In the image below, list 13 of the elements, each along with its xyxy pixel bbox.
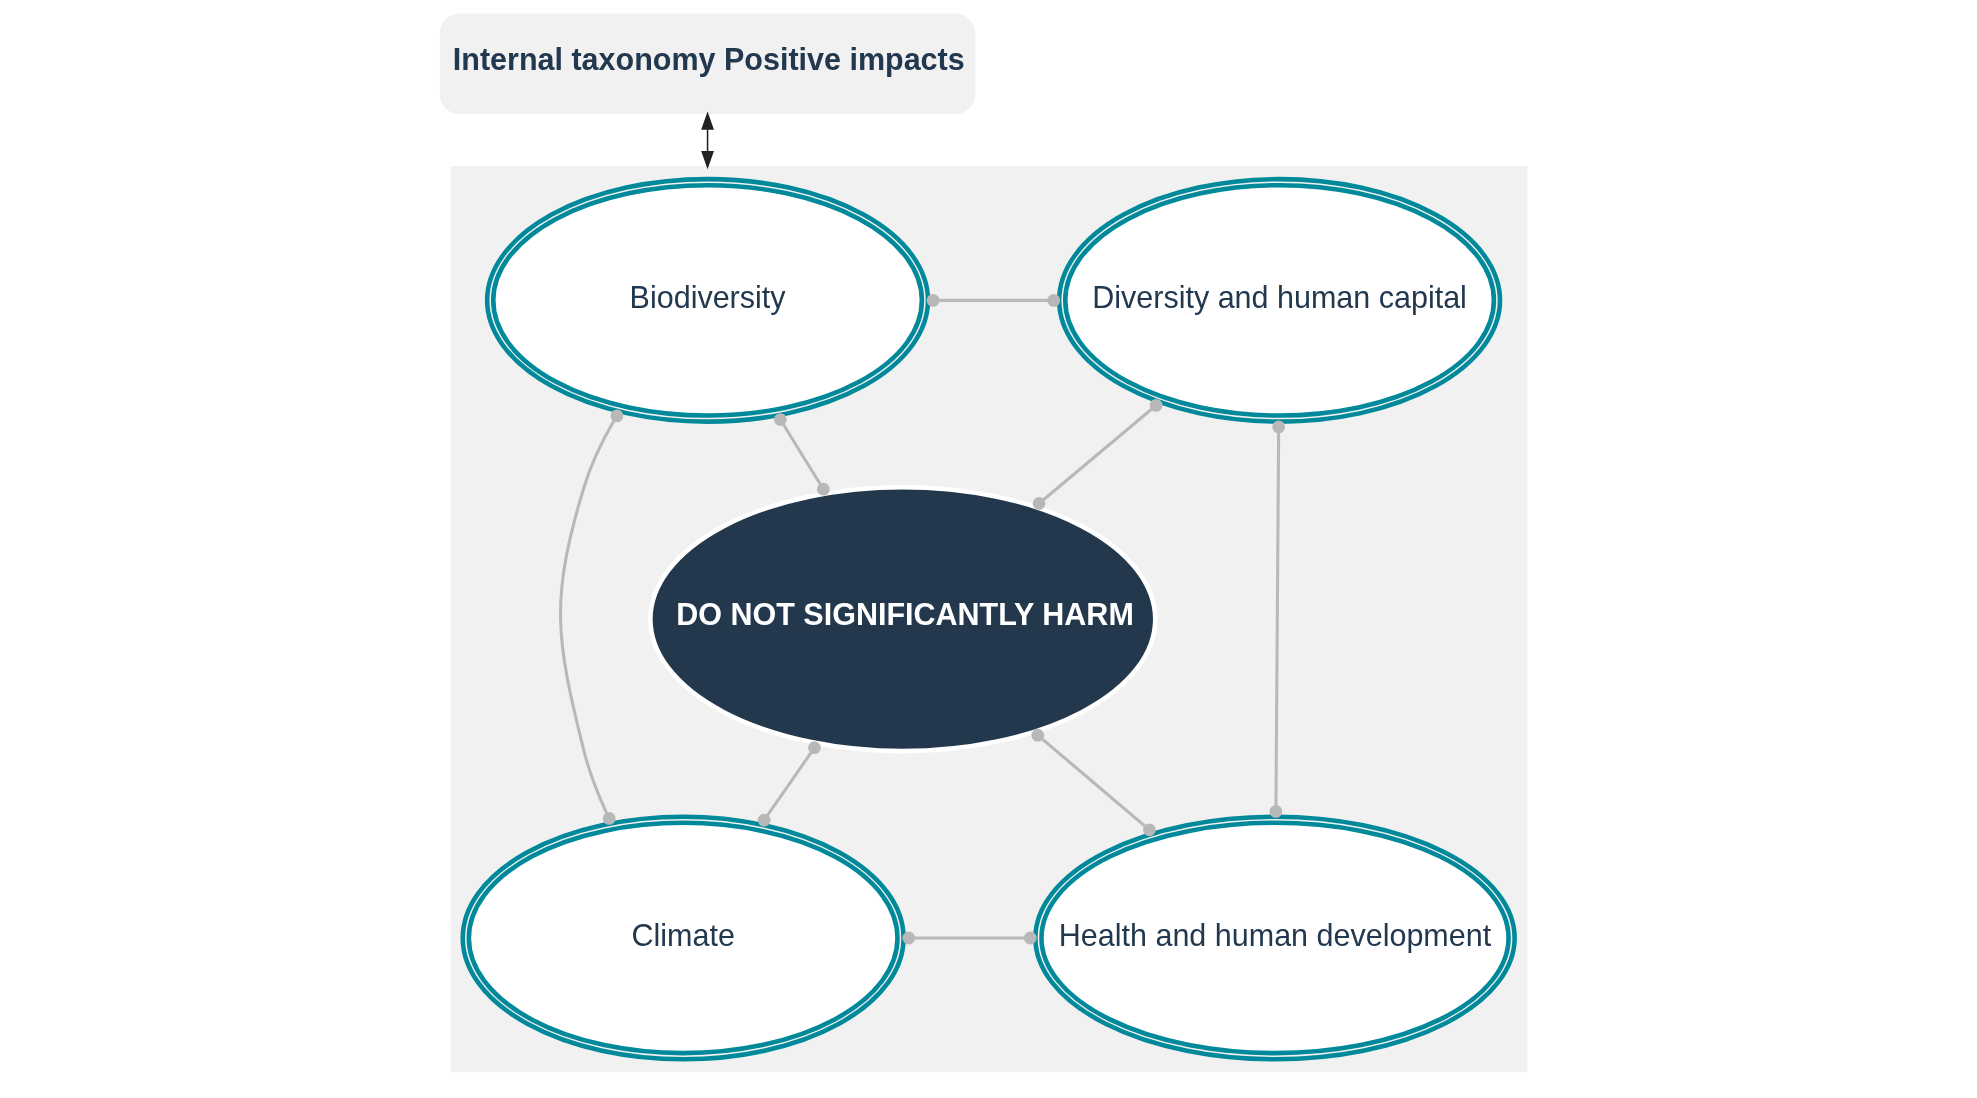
connector bbox=[1032, 398, 1163, 510]
arrow bbox=[700, 111, 714, 170]
node-ellipse: Health and human development bbox=[1032, 814, 1517, 1062]
cluster bbox=[450, 166, 1527, 1073]
connector bbox=[901, 931, 1037, 945]
connector bbox=[558, 409, 623, 825]
connector bbox=[757, 741, 821, 827]
node-ellipse: Diversity and human capital bbox=[1056, 176, 1502, 424]
connector bbox=[926, 293, 1060, 307]
connector bbox=[1030, 728, 1156, 837]
connector bbox=[773, 413, 830, 496]
node-box: Internal taxonomy Positive impacts bbox=[439, 13, 975, 115]
connector bbox=[1269, 420, 1285, 818]
